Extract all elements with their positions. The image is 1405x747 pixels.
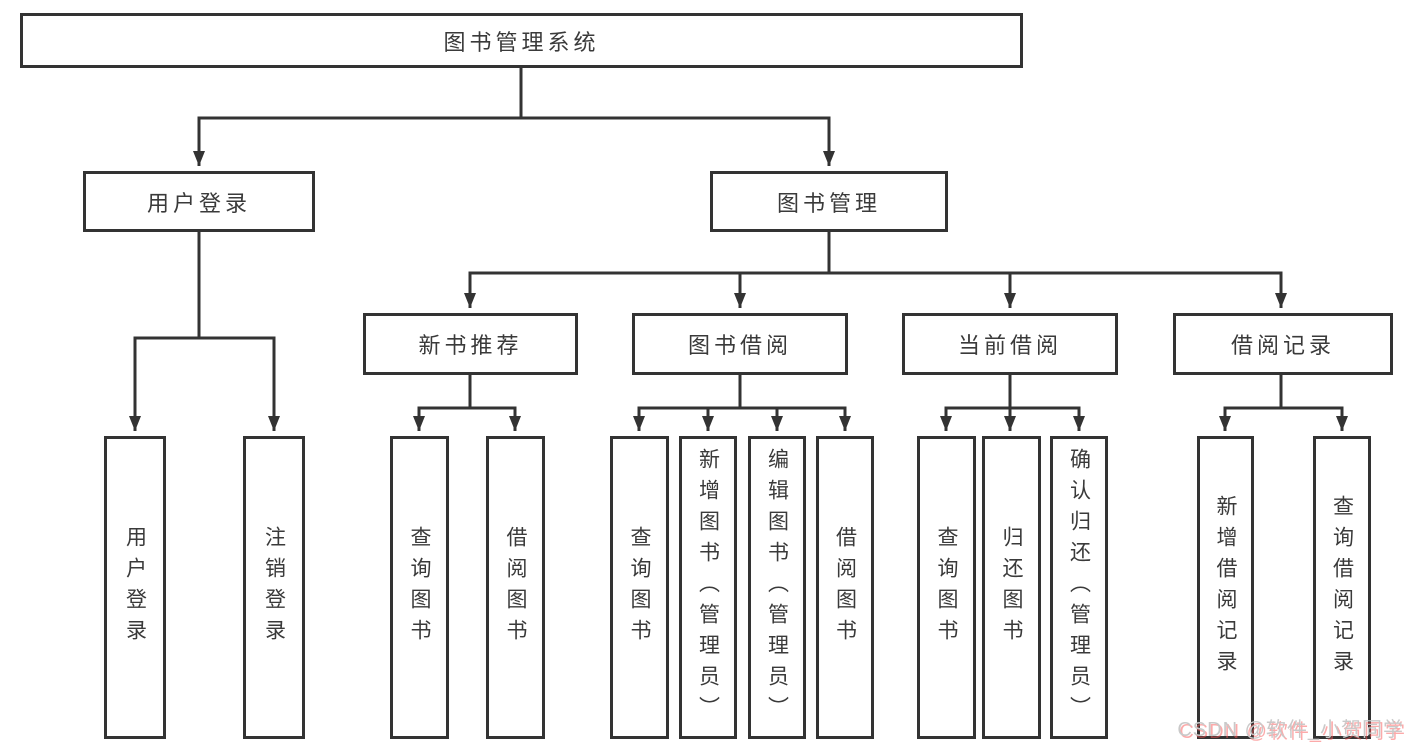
node-book-management: 图书管理 <box>710 171 948 232</box>
leaf-label: 查询图书 <box>408 525 431 650</box>
node-library-management-system: 图书管理系统 <box>20 13 1023 68</box>
leaf-borrow-books: 借阅图书 <box>816 436 874 739</box>
leaf-label: 借阅图书 <box>504 525 527 650</box>
leaf-label: 新增图书（管理员） <box>696 448 720 727</box>
leaf-label: 归还图书 <box>1000 525 1023 650</box>
leaf-label: 编辑图书（管理员） <box>765 448 789 727</box>
node-label: 图书管理 <box>776 190 881 216</box>
leaf-logout: 注销登录 <box>243 436 305 739</box>
node-user-login: 用户登录 <box>83 171 315 232</box>
leaf-user-login: 用户登录 <box>104 436 166 739</box>
node-label: 图书借阅 <box>687 333 792 358</box>
leaf-label: 新增借阅记录 <box>1214 494 1237 681</box>
leaf-query-borrow-record: 查询借阅记录 <box>1313 436 1371 739</box>
leaf-confirm-return-admin: 确认归还（管理员） <box>1050 436 1108 739</box>
leaf-return-books: 归还图书 <box>982 436 1041 739</box>
leaf-edit-book-admin: 编辑图书（管理员） <box>748 436 806 739</box>
node-label: 图书管理系统 <box>443 29 600 55</box>
leaf-label: 借阅图书 <box>833 525 857 650</box>
node-label: 当前借阅 <box>957 333 1062 358</box>
node-book-borrowing: 图书借阅 <box>632 313 848 375</box>
leaf-add-borrow-record: 新增借阅记录 <box>1197 436 1254 739</box>
leaf-label: 查询借阅记录 <box>1330 494 1354 681</box>
node-label: 借阅记录 <box>1230 333 1335 358</box>
leaf-label: 注销登录 <box>262 525 286 650</box>
leaf-label: 确认归还（管理员） <box>1067 448 1091 727</box>
node-label: 用户登录 <box>146 190 251 216</box>
leaf-borrow-books-recommend: 借阅图书 <box>486 436 545 739</box>
node-borrowing-records: 借阅记录 <box>1173 313 1393 375</box>
leaf-label: 查询图书 <box>935 525 958 650</box>
node-label: 新书推荐 <box>418 333 523 358</box>
node-current-borrowing: 当前借阅 <box>902 313 1118 375</box>
csdn-watermark: CSDN @软件_小贺同学 <box>1177 719 1404 741</box>
node-new-book-recommend: 新书推荐 <box>363 313 578 375</box>
leaf-query-books-borrow: 查询图书 <box>610 436 669 739</box>
leaf-query-books-current: 查询图书 <box>917 436 976 739</box>
leaf-add-book-admin: 新增图书（管理员） <box>679 436 737 739</box>
leaf-label: 用户登录 <box>123 525 147 650</box>
leaf-label: 查询图书 <box>628 525 651 650</box>
leaf-query-books-recommend: 查询图书 <box>390 436 449 739</box>
